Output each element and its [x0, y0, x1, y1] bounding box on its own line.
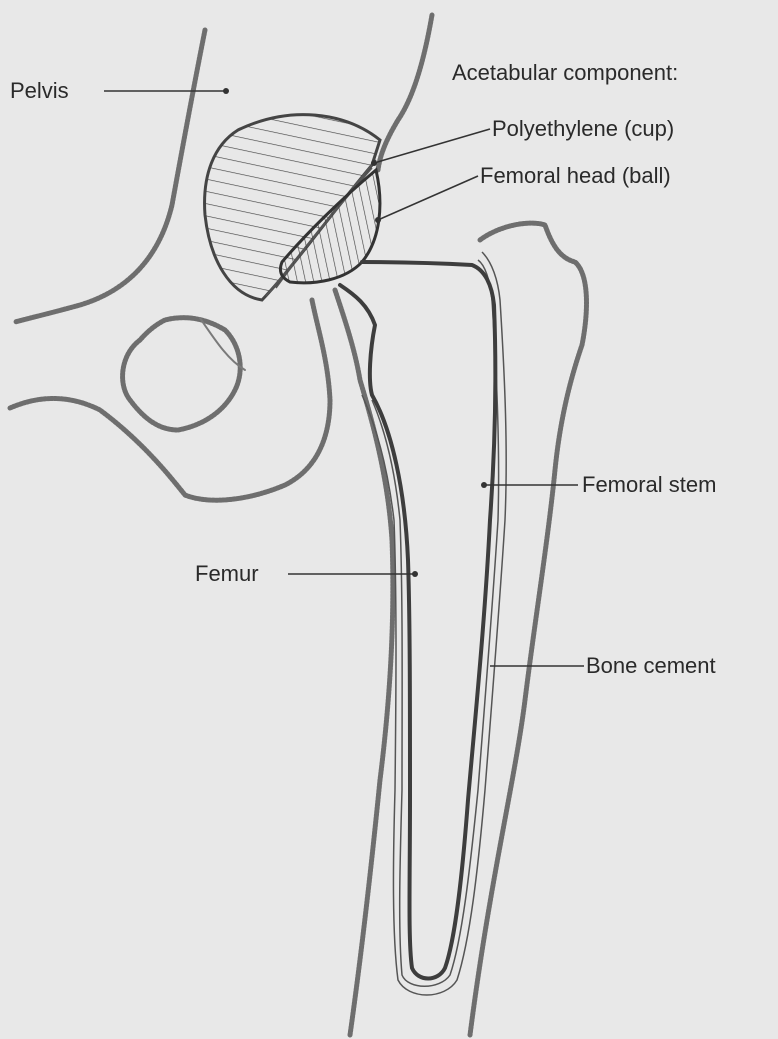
- label-femoral-head: Femoral head (ball): [480, 163, 671, 188]
- leader-polyethylene-dot: [371, 160, 377, 166]
- label-acetabular-component: Acetabular component:: [452, 60, 678, 85]
- label-polyethylene-cup: Polyethylene (cup): [492, 116, 674, 141]
- label-femur-group: Femur: [195, 561, 418, 586]
- leader-femoral-head: [378, 176, 478, 220]
- leader-femoral-stem-dot: [481, 482, 487, 488]
- label-bone-cement: Bone cement: [586, 653, 716, 678]
- femoral-stem: [340, 262, 495, 979]
- label-bone-cement-group: Bone cement: [490, 653, 716, 678]
- label-polyethylene-group: Polyethylene (cup): [371, 116, 674, 166]
- label-femoral-stem-group: Femoral stem: [481, 472, 716, 497]
- leader-pelvis-dot: [223, 88, 229, 94]
- label-pelvis: Pelvis: [10, 78, 69, 103]
- leader-femoral-head-dot: [375, 217, 381, 223]
- label-femoral-head-group: Femoral head (ball): [375, 163, 671, 223]
- label-femoral-stem: Femoral stem: [582, 472, 716, 497]
- label-femur: Femur: [195, 561, 259, 586]
- label-acetabular-group: Acetabular component:: [452, 60, 678, 85]
- leader-femur-dot: [412, 571, 418, 577]
